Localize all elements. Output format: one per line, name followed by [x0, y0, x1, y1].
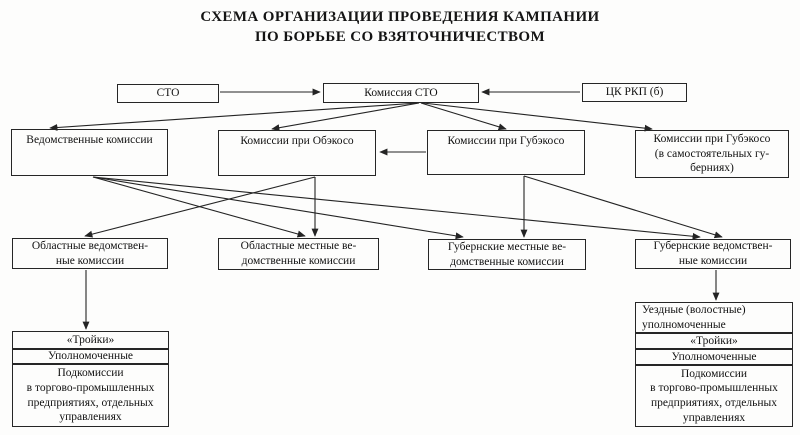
edge-komissiya-sto--vedomstvennye-komissii: [49, 102, 419, 131]
node-label: Комиссии при Губэкосо: [447, 135, 565, 147]
node-label: ЦК РКП (б): [605, 86, 664, 99]
node-label: Уполномоченные: [671, 350, 757, 363]
node-komissii-pri-gubekoso-samostoyatelnye: Комиссии при Губэкосо (в самостоятельных…: [635, 130, 789, 178]
edge-komissii-pri-gubekoso--gubernskie-vedomstvennye-komissii: [523, 175, 723, 239]
diagram-title: СХЕМА ОРГАНИЗАЦИИ ПРОВЕДЕНИЯ КАМПАНИИ ПО…: [0, 8, 800, 48]
node-label: Подкомиссии в торгово-промышленных предп…: [650, 367, 778, 424]
node-label: СТО: [156, 87, 180, 100]
edge-komissiya-sto--komissii-pri-obekoso: [271, 102, 420, 132]
node-label: Губернские местные ве- домственные комис…: [447, 240, 567, 268]
node-uezdnye-volostnye-upolnomochennye: Уездные (волостные) уполномоченные: [635, 302, 793, 333]
node-sto: СТО: [117, 84, 219, 103]
node-label: «Тройки»: [690, 334, 738, 347]
node-vedomstvennye-komissii: Ведомственные комиссии: [11, 129, 168, 176]
node-label: Подкомиссии в торгово-промышленных предп…: [26, 367, 155, 424]
node-komissii-pri-gubekoso: Комиссии при Губэкосо: [427, 130, 585, 175]
node-label: Комиссии при Губэкосо (в самостоятельных…: [653, 132, 771, 175]
edge-vedomstvennye-komissii--oblastnye-mestnye-vedomstvennye-komissii: [92, 176, 306, 238]
node-label: «Тройки»: [66, 333, 115, 346]
node-podkomissii-left: Подкомиссии в торгово-промышленных предп…: [12, 364, 169, 427]
node-troiki-right: «Тройки»: [635, 333, 793, 349]
node-komissiya-sto: Комиссия СТО: [323, 83, 479, 103]
edge-vedomstvennye-komissii--gubernskie-vedomstvennye-komissii: [92, 176, 701, 240]
node-upolnomochennye-right: Уполномоченные: [635, 349, 793, 365]
edge-komissii-pri-obekoso--oblastnye-vedomstvennye-komissii: [84, 176, 316, 238]
node-gubernskie-vedomstvennye-komissii: Губернские ведомствен- ные комиссии: [635, 239, 791, 269]
node-podkomissii-right: Подкомиссии в торгово-промышленных предп…: [635, 365, 793, 427]
diagram-title-line1: СХЕМА ОРГАНИЗАЦИИ ПРОВЕДЕНИЯ КАМПАНИИ: [200, 9, 600, 25]
node-label: Губернские ведомствен- ные комиссии: [653, 240, 773, 267]
node-label: Ведомственные комиссии: [26, 134, 153, 146]
edge-komissiya-sto--komissii-pri-gubekoso-samostoyatelnye: [422, 102, 653, 132]
node-label: Областные ведомствен- ные комиссии: [31, 239, 149, 267]
node-label: Уполномоченные: [47, 350, 134, 363]
edge-vedomstvennye-komissii--gubernskie-mestnye-vedomstvennye-komissii: [92, 176, 464, 240]
node-gubernskie-mestnye-vedomstvennye-komissii: Губернские местные ве- домственные комис…: [428, 239, 586, 270]
node-label: Областные местные ве- домственные комисс…: [240, 240, 357, 267]
node-oblastnye-vedomstvennye-komissii: Областные ведомствен- ные комиссии: [12, 238, 168, 269]
edge-komissiya-sto--komissii-pri-gubekoso: [420, 102, 507, 131]
node-oblastnye-mestnye-vedomstvennye-komissii: Областные местные ве- домственные комисс…: [218, 238, 379, 270]
node-komissii-pri-obekoso: Комиссии при Обэкосо: [218, 130, 376, 176]
node-ck-rkp-b: ЦК РКП (б): [582, 83, 687, 102]
node-troiki-left: «Тройки»: [12, 331, 169, 349]
node-label: Уездные (волостные) уполномоченные: [642, 303, 746, 331]
node-label: Комиссия СТО: [364, 86, 438, 99]
node-upolnomochennye-left: Уполномоченные: [12, 349, 169, 364]
node-label: Комиссии при Обэкосо: [240, 135, 354, 147]
diagram-title-line2: ПО БОРЬБЕ СО ВЗЯТОЧНИЧЕСТВОМ: [254, 28, 546, 45]
